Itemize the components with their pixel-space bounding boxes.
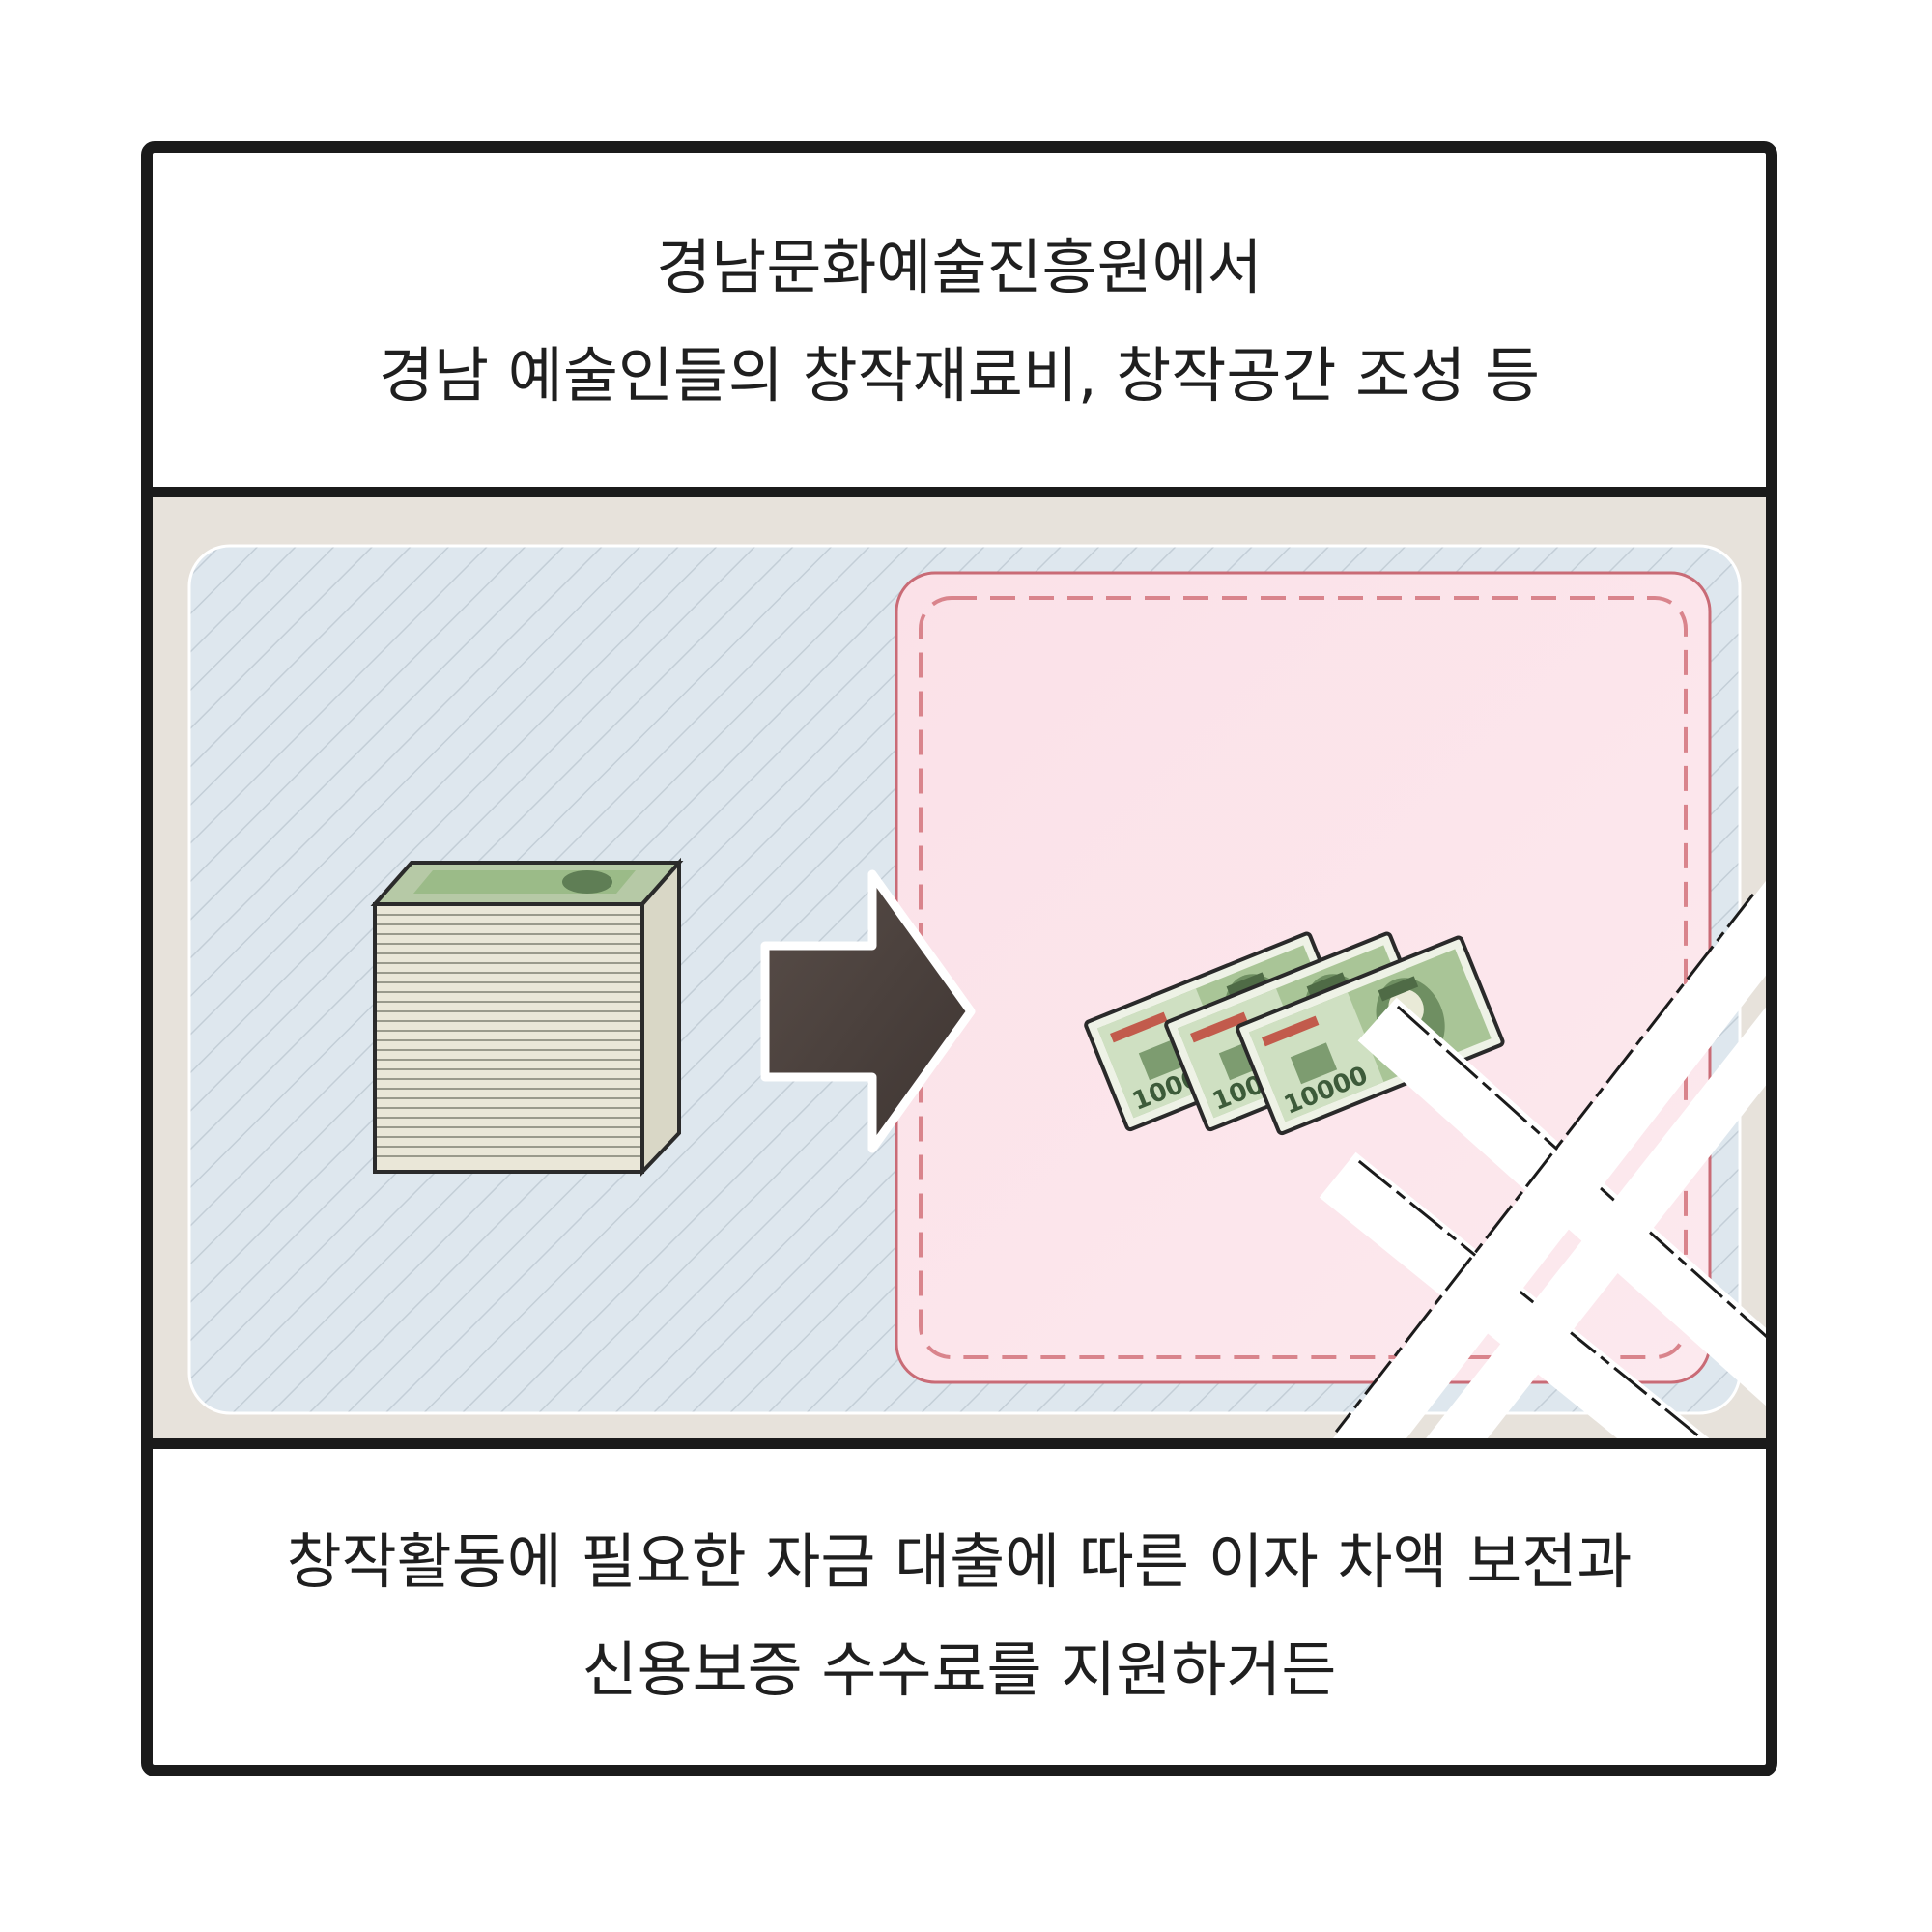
caption-top-line-2: 경남 예술인들의 창작재료비, 창작공간 조성 등 [378, 340, 1540, 411]
light-streaks [1319, 880, 1766, 1438]
arrow-right-icon [760, 869, 976, 1153]
comic-panel: 경남문화예술진흥원에서 경남 예술인들의 창작재료비, 창작공간 조성 등 [141, 141, 1777, 1776]
caption-top-line-1: 경남문화예술진흥원에서 [656, 232, 1263, 302]
illustration-svg: 10000 [187, 544, 1766, 1438]
illustration-scene: 10000 [153, 487, 1766, 1449]
money-stack-icon [370, 857, 684, 1178]
caption-bottom-line-2: 신용보증 수수료를 지원하거든 [582, 1634, 1337, 1705]
caption-top: 경남문화예술진흥원에서 경남 예술인들의 창작재료비, 창작공간 조성 등 [153, 153, 1766, 487]
caption-bottom-line-1: 창작활동에 필요한 자금 대출에 따른 이자 차액 보전과 [286, 1525, 1633, 1597]
caption-bottom: 창작활동에 필요한 자금 대출에 따른 이자 차액 보전과 신용보증 수수료를 … [153, 1449, 1766, 1765]
